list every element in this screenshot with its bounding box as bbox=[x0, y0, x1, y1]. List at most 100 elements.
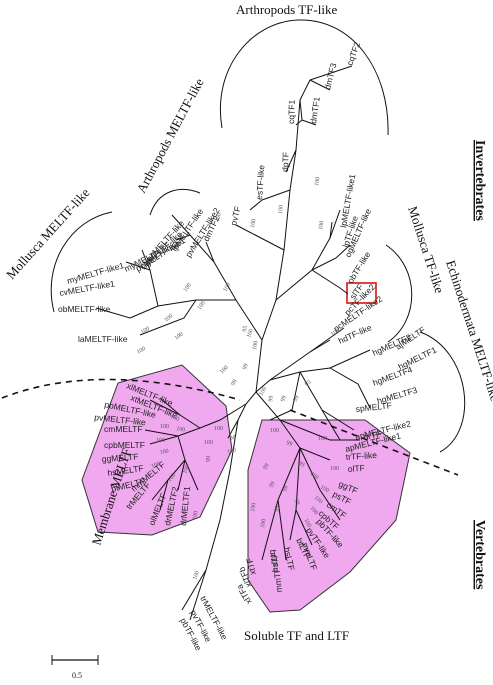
leaf-lameltf-like: laMELTF-like bbox=[78, 334, 128, 344]
leaf-estf-like: esTF-like bbox=[254, 164, 266, 200]
bootstrap-value: 100 bbox=[192, 570, 201, 581]
bootstrap-value: 100 bbox=[223, 282, 233, 293]
bootstrap-value: 99 bbox=[293, 395, 301, 403]
bootstrap-value: 100 bbox=[214, 426, 223, 432]
label-mollusca-tf: Mollusca TF-like bbox=[405, 204, 447, 295]
leaf-xttf: xtTF bbox=[244, 557, 258, 576]
leaf-oltf: olTF bbox=[347, 463, 365, 474]
label-vertebrates: Vertebrates bbox=[472, 520, 487, 590]
bootstrap-value: 100 bbox=[214, 212, 223, 223]
bootstrap-labels: 100 100 100 100 100 100 100 100 100 100 … bbox=[136, 176, 341, 580]
soluble-tf-region bbox=[247, 419, 411, 613]
bootstrap-value: 99 bbox=[268, 395, 275, 402]
leaf-dptf: dpTF bbox=[280, 152, 291, 172]
label-arthropods-tf: Arthropods TF-like bbox=[236, 2, 337, 17]
membrane-meltf-region bbox=[81, 364, 233, 536]
leaf-hsmeltf: hsMELTF bbox=[107, 463, 144, 478]
bootstrap-value: 100 bbox=[318, 436, 327, 442]
bootstrap-value: 100 bbox=[319, 485, 330, 495]
bootstrap-value: 100 bbox=[259, 386, 269, 397]
label-arthropods-meltf: Arthropods MELTF-like bbox=[133, 75, 206, 195]
leaf-drmeltf1: drMELTF1 bbox=[178, 486, 192, 527]
bootstrap-value: 99 bbox=[263, 463, 271, 471]
bootstrap-value: 100 bbox=[250, 502, 257, 512]
arc-arthropods-tf bbox=[220, 19, 389, 136]
scale-label: 0.5 bbox=[72, 671, 82, 680]
arc-echinodermata bbox=[419, 331, 466, 453]
leaf-bttf: btTF bbox=[268, 549, 280, 567]
bootstrap-value: 100 bbox=[160, 424, 169, 430]
bootstrap-value: 99 bbox=[280, 395, 288, 403]
leaf-pvtf: pvTF bbox=[228, 205, 242, 226]
leaf-cqtf1: cqTF1 bbox=[286, 99, 297, 124]
bootstrap-value: 85 bbox=[304, 380, 312, 388]
leaf-mymeltf-like2: myMELTF-like2 bbox=[122, 239, 180, 274]
label-soluble-tf: Soluble TF and LTF bbox=[244, 628, 349, 643]
tree-branches bbox=[51, 65, 371, 665]
separator-line-left bbox=[1, 378, 241, 401]
bootstrap-value: 100 bbox=[167, 473, 177, 484]
leaf-mmtf: mmTF bbox=[271, 567, 284, 592]
bootstrap-value: 100 bbox=[308, 505, 318, 516]
bootstrap-value: 100 bbox=[313, 495, 324, 505]
bootstrap-value: 100 bbox=[278, 205, 285, 214]
bootstrap-value: 100 bbox=[309, 471, 320, 481]
label-mollusca-meltf: Mollusca MELTF-like bbox=[3, 185, 93, 282]
leaf-ggmeltf: ggMELTF bbox=[101, 451, 138, 464]
bootstrap-value: 100 bbox=[197, 300, 207, 311]
bootstrap-value: 100 bbox=[183, 282, 193, 293]
leaf-cmmeltf: cmMELTF bbox=[104, 424, 143, 434]
leaf-dmtf1: dmTF1 bbox=[308, 96, 322, 124]
bootstrap-value: 100 bbox=[140, 326, 151, 336]
leaf-drtf: drTF bbox=[363, 429, 382, 442]
bootstrap-value: 100 bbox=[192, 510, 199, 520]
bootstrap-value: 99 bbox=[282, 485, 290, 493]
bootstrap-value: 100 bbox=[174, 332, 185, 342]
bootstrap-value: 100 bbox=[227, 447, 238, 456]
bootstrap-value: 100 bbox=[246, 328, 255, 339]
bootstrap-value: 100 bbox=[330, 466, 339, 472]
bootstrap-value: 100 bbox=[252, 340, 259, 350]
bootstrap-value: 99 bbox=[231, 379, 239, 387]
bootstrap-value: 100 bbox=[176, 426, 186, 433]
bootstrap-value: 100 bbox=[182, 464, 191, 475]
bootstrap-value: 100 bbox=[260, 518, 267, 528]
bootstrap-value: 99 bbox=[297, 461, 305, 469]
bootstrap-value: 100 bbox=[219, 365, 230, 376]
arc-arthropods-meltf bbox=[149, 189, 201, 216]
leaf-labels: cqTF2 dmTF3 cqTF1 dmTF1 dpTF esTF-like p… bbox=[58, 40, 438, 652]
bootstrap-value: 100 bbox=[318, 220, 325, 230]
bootstrap-value: 98 bbox=[229, 435, 236, 442]
label-invertebrates: Invertebrates bbox=[472, 140, 487, 221]
bootstrap-value: 100 bbox=[136, 346, 147, 356]
leaf-spmeltf: spMELTF bbox=[355, 400, 392, 414]
leaf-trtf-like: trTF-like bbox=[345, 450, 377, 462]
bootstrap-value: 100 bbox=[314, 176, 321, 186]
label-echinodermata: Echinodermata MELTF-like bbox=[443, 258, 493, 403]
bootstrap-value: 100 bbox=[330, 328, 341, 338]
leaf-obmeltf-like: obMELTF-like bbox=[58, 304, 111, 314]
bootstrap-value: 99 bbox=[292, 498, 300, 506]
bootstrap-value: 99 bbox=[206, 456, 212, 462]
leaf-hsltf: hsLTF bbox=[282, 546, 297, 571]
bootstrap-value: 100 bbox=[151, 461, 162, 470]
leaf-hstf: hsTF bbox=[269, 553, 280, 573]
leaf-cqtf2: cqTF2 bbox=[344, 40, 362, 66]
arc-mollusca-meltf bbox=[50, 211, 113, 313]
bootstrap-value: 100 bbox=[204, 440, 213, 446]
bootstrap-value: 100 bbox=[156, 438, 165, 444]
bootstrap-value: 100 bbox=[302, 518, 312, 529]
bootstrap-value: 99 bbox=[285, 440, 293, 448]
bootstrap-value: 95 bbox=[242, 325, 249, 332]
bootstrap-value: 100 bbox=[163, 313, 174, 323]
leaf-hgmeltf4: hgMELTF4 bbox=[371, 364, 414, 388]
bootstrap-value: 99 bbox=[269, 481, 277, 489]
bootstrap-value: 99 bbox=[242, 363, 250, 371]
bootstrap-value: 100 bbox=[270, 428, 279, 434]
bootstrap-value: 100 bbox=[169, 414, 180, 423]
arc-mollusca-tf bbox=[385, 244, 413, 343]
bootstrap-value: 100 bbox=[159, 448, 169, 455]
leaf-cpbmeltf: cpbMELTF bbox=[104, 440, 145, 450]
separator-line-right bbox=[289, 409, 459, 476]
